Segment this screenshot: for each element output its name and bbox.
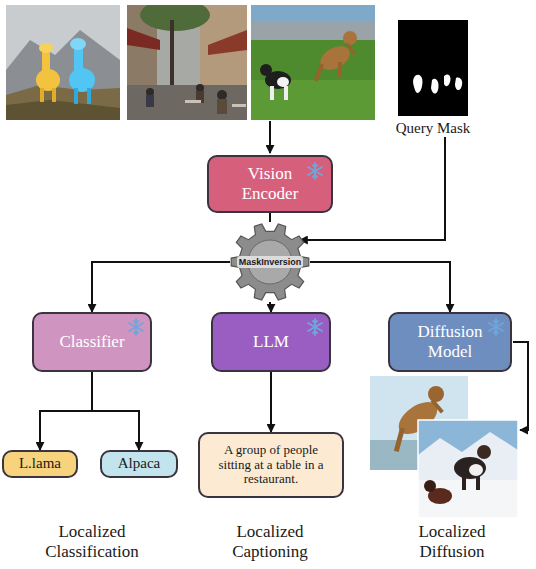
- box-text: LLM: [253, 332, 289, 352]
- input-arrow: [269, 121, 271, 153]
- snowflake-icon: [489, 319, 503, 335]
- caption-box: A group of people sitting at a table in …: [198, 432, 344, 498]
- mask-image: [398, 20, 468, 116]
- task-label: Localized Captioning: [200, 522, 340, 563]
- flow-arrow: [270, 372, 272, 432]
- box-text: Classifier: [59, 332, 124, 352]
- generated-image: [418, 420, 518, 518]
- flow-arrow: [310, 262, 450, 312]
- task-label: Localized Diffusion: [387, 522, 517, 563]
- flow-arrow: [92, 372, 139, 450]
- box-text: A group of people sitting at a table in …: [208, 443, 334, 488]
- snowflake-icon: [308, 319, 322, 335]
- diffusion-box: Diffusion Model: [388, 312, 512, 372]
- box-text: L.lama: [19, 455, 61, 472]
- class-label-box: Alpaca: [100, 450, 178, 478]
- class-label-box: L.lama: [2, 450, 78, 478]
- restaurant-photo: [127, 5, 247, 120]
- task-label: Localized Classification: [22, 522, 162, 563]
- flow-arrow: [269, 213, 271, 222]
- box-text: Vision Encoder: [233, 164, 307, 203]
- maskinversion-gear: MaskInversion: [230, 222, 310, 302]
- classifier-box: Classifier: [32, 312, 152, 372]
- llm-box: LLM: [211, 312, 331, 372]
- query-mask: Query Mask: [388, 20, 478, 137]
- gear-label: MaskInversion: [237, 256, 304, 268]
- box-text: Diffusion Model: [414, 322, 486, 361]
- flow-arrow: [92, 262, 230, 312]
- snowflake-icon: [308, 163, 322, 179]
- snowflake-icon: [129, 319, 143, 335]
- output-arrow: [513, 342, 528, 430]
- flow-arrow: [270, 302, 271, 312]
- flow-arrow: [40, 372, 92, 450]
- llama-photo: [6, 5, 120, 120]
- dogs-photo: [251, 5, 375, 120]
- generated-image: [370, 376, 468, 470]
- mask-label: Query Mask: [396, 120, 471, 137]
- box-text: Alpaca: [118, 455, 160, 472]
- encoder-box: Vision Encoder: [207, 155, 333, 213]
